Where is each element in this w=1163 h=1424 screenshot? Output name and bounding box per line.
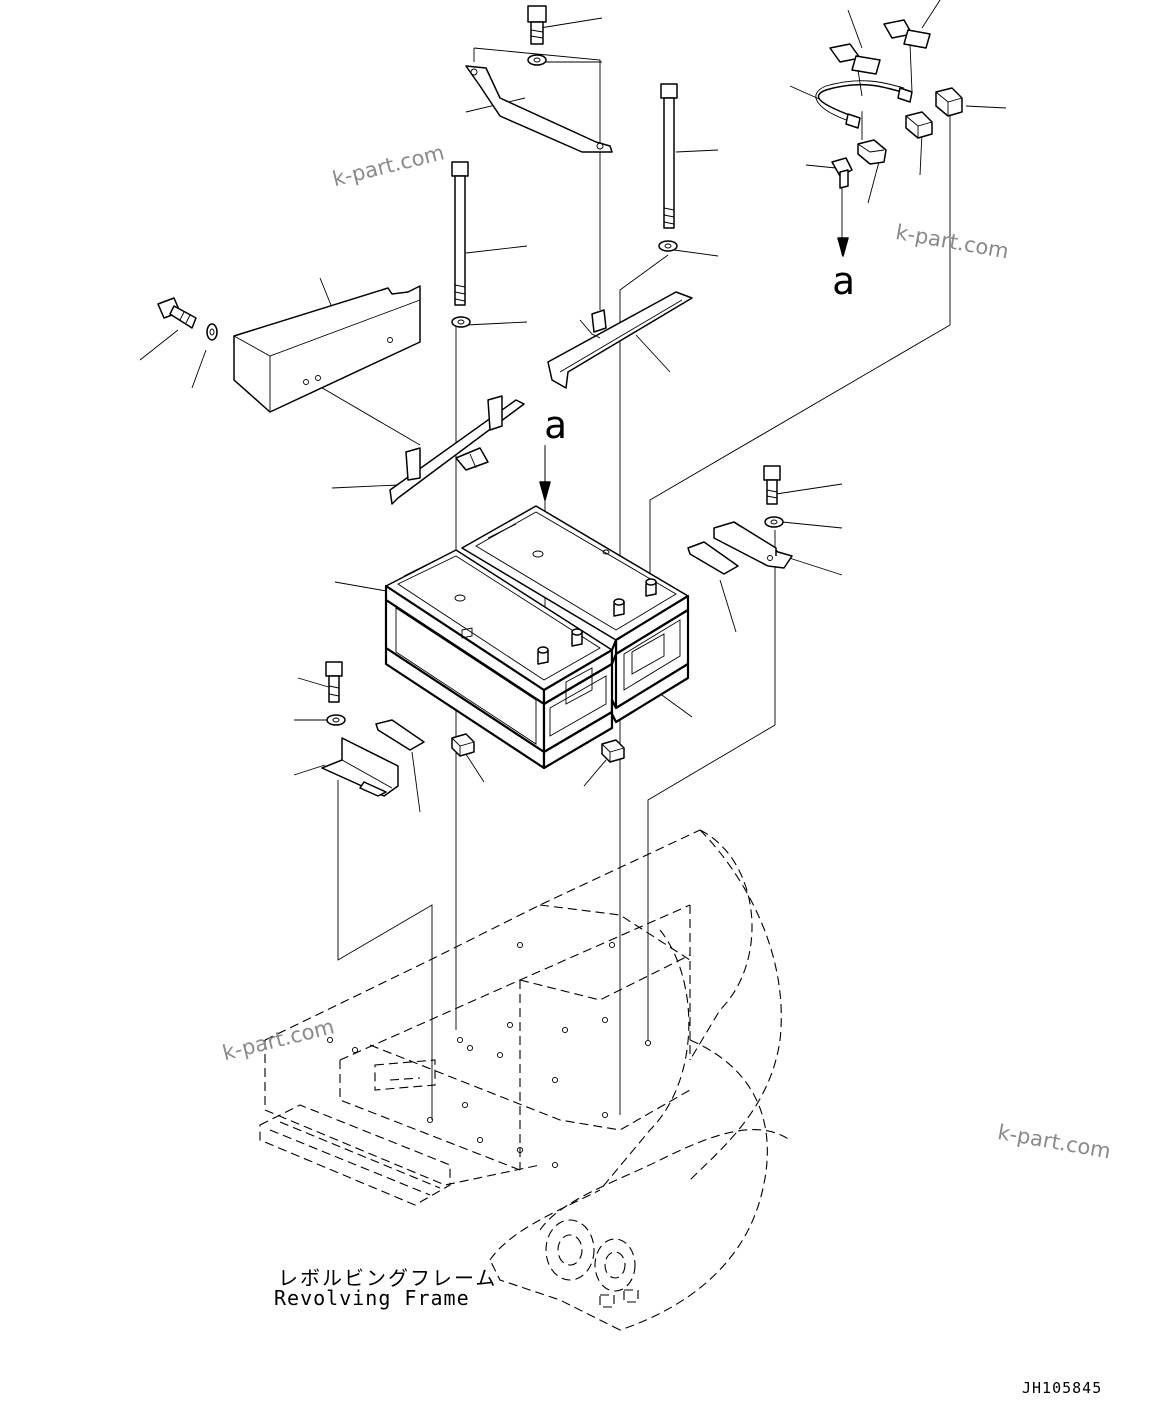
right-clamp-bracket xyxy=(713,521,793,569)
long-bolt-right xyxy=(660,83,678,229)
battery-cable xyxy=(815,80,913,129)
cable-terminal-2 xyxy=(883,19,931,93)
battery-front xyxy=(384,549,614,770)
battery-rear xyxy=(461,505,690,724)
left-clamp-pad xyxy=(375,719,425,751)
right-clamp-washer xyxy=(764,516,784,528)
long-bolt-left xyxy=(451,161,469,306)
view-marker-right: a xyxy=(832,259,855,303)
long-bolt-left-washer xyxy=(451,316,471,328)
mounting-rail xyxy=(389,395,525,505)
frame-label-english: Revolving Frame xyxy=(274,1286,470,1310)
right-clamp-bolt xyxy=(763,465,781,505)
frame-holes xyxy=(326,941,652,1169)
terminal-clamp-4 xyxy=(831,157,853,189)
spacer-block-right xyxy=(601,739,625,763)
left-clamp-bracket xyxy=(321,737,399,797)
side-bolt xyxy=(157,297,197,329)
terminal-clamp-3 xyxy=(857,139,887,165)
top-washer xyxy=(527,54,547,66)
hold-down-strap xyxy=(465,65,613,153)
terminal-clamp-2 xyxy=(905,111,933,139)
view-arrow-center xyxy=(539,448,551,501)
frame-label-japanese: レボルビングフレーム xyxy=(278,1266,498,1290)
side-washer xyxy=(206,323,218,341)
view-arrow-right xyxy=(837,237,849,257)
spacer-block-left xyxy=(451,733,475,757)
terminal-clamp-1 xyxy=(935,87,963,117)
cross-channel-bracket xyxy=(547,291,693,389)
side-cover-plate xyxy=(233,285,421,413)
cable-terminal-1 xyxy=(829,43,881,97)
long-bolt-right-washer xyxy=(658,240,678,252)
drawing-number: JH105845 xyxy=(1022,1379,1103,1397)
top-bolt xyxy=(527,5,547,45)
right-clamp-pad xyxy=(687,541,739,575)
view-marker-center: a xyxy=(544,403,567,447)
revolving-frame xyxy=(259,829,791,1331)
left-clamp-washer xyxy=(326,714,346,726)
left-clamp-bolt xyxy=(325,661,343,703)
